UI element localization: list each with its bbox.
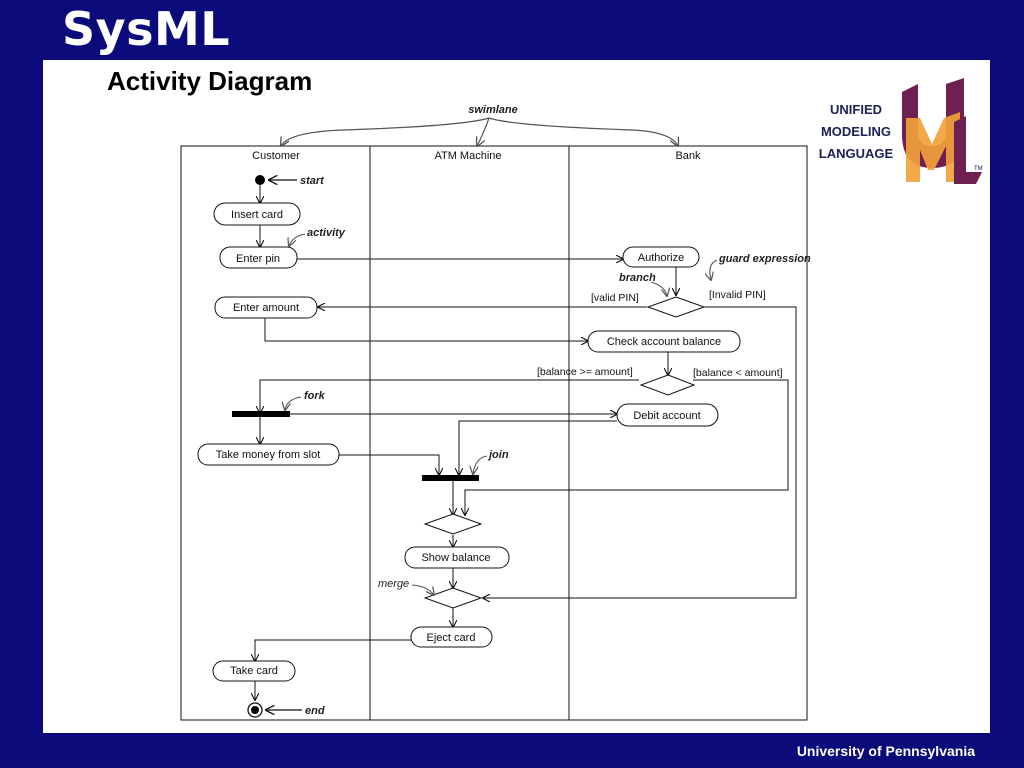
annotation-swimlane: swimlane <box>468 104 518 116</box>
activity-check-balance: Check account balance <box>587 330 741 353</box>
lane-bank: Bank <box>675 150 701 162</box>
activity-show-balance-label: Show balance <box>421 552 490 564</box>
guard-balance-low: [balance < amount] <box>693 367 783 379</box>
swimlane-pointers <box>281 117 678 146</box>
guard-valid-pin: [valid PIN] <box>591 292 639 304</box>
uml-logo: UNIFIED MODELING LANGUAGE TM <box>819 78 983 184</box>
annotation-start: start <box>300 175 325 187</box>
logo-l-shape <box>954 116 982 184</box>
lane-customer: Customer <box>252 150 300 162</box>
fork-bar <box>232 411 290 417</box>
activity-insert-card-label: Insert card <box>231 209 283 221</box>
annotation-join: join <box>487 449 509 461</box>
activity-diagram: Customer ATM Machine Bank swimlane start <box>180 104 811 721</box>
end-node <box>247 702 263 718</box>
activity-debit-account-label: Debit account <box>633 410 700 422</box>
activity-take-card: Take card <box>212 660 296 682</box>
activity-eject-card: Eject card <box>410 626 493 648</box>
activity-enter-amount: Enter amount <box>214 296 318 319</box>
slide-title: Activity Diagram <box>107 66 313 96</box>
activity-take-card-label: Take card <box>230 665 278 677</box>
join-bar <box>422 475 479 481</box>
annotation-merge: merge <box>378 578 409 590</box>
guard-balance-ok: [balance >= amount] <box>537 366 633 378</box>
start-node <box>255 175 265 185</box>
activity-authorize-label: Authorize <box>638 252 684 264</box>
annotation-activity: activity <box>307 227 346 239</box>
activity-check-balance-label: Check account balance <box>607 336 721 348</box>
lane-atm-machine: ATM Machine <box>434 150 501 162</box>
merge-after-join <box>423 513 483 535</box>
activity-authorize: Authorize <box>622 246 700 268</box>
annotation-fork: fork <box>304 390 326 402</box>
logo-line-3: LANGUAGE <box>819 146 894 161</box>
annotation-branch: branch <box>619 272 656 284</box>
merge-node <box>423 587 483 609</box>
logo-line-1: UNIFIED <box>830 102 882 117</box>
slide-panel: Activity Diagram UNIFIED MODELING LANGUA… <box>43 60 990 733</box>
logo-tm: TM <box>974 166 983 172</box>
activity-enter-pin: Enter pin <box>219 246 298 269</box>
activity-enter-pin-label: Enter pin <box>236 253 280 265</box>
swimlane-frame <box>180 145 808 721</box>
activity-insert-card: Insert card <box>213 202 301 226</box>
logo-m-shape <box>906 112 960 182</box>
activity-show-balance: Show balance <box>404 546 510 569</box>
annotation-end: end <box>305 705 325 717</box>
decision-balance <box>639 374 696 396</box>
activity-take-money: Take money from slot <box>197 443 340 466</box>
activity-eject-card-label: Eject card <box>427 632 476 644</box>
activity-take-money-label: Take money from slot <box>216 449 321 461</box>
activity-enter-amount-label: Enter amount <box>233 302 299 314</box>
annotation-guard-expression: guard expression <box>718 253 811 265</box>
guard-invalid-pin: [Invalid PIN] <box>709 289 766 301</box>
activity-debit-account: Debit account <box>616 403 719 427</box>
footer-university: University of Pennsylvania <box>796 743 975 759</box>
brand-title: SysML <box>62 2 231 56</box>
control-flows <box>255 185 797 700</box>
logo-line-2: MODELING <box>821 124 891 139</box>
decision-pin <box>646 296 706 318</box>
